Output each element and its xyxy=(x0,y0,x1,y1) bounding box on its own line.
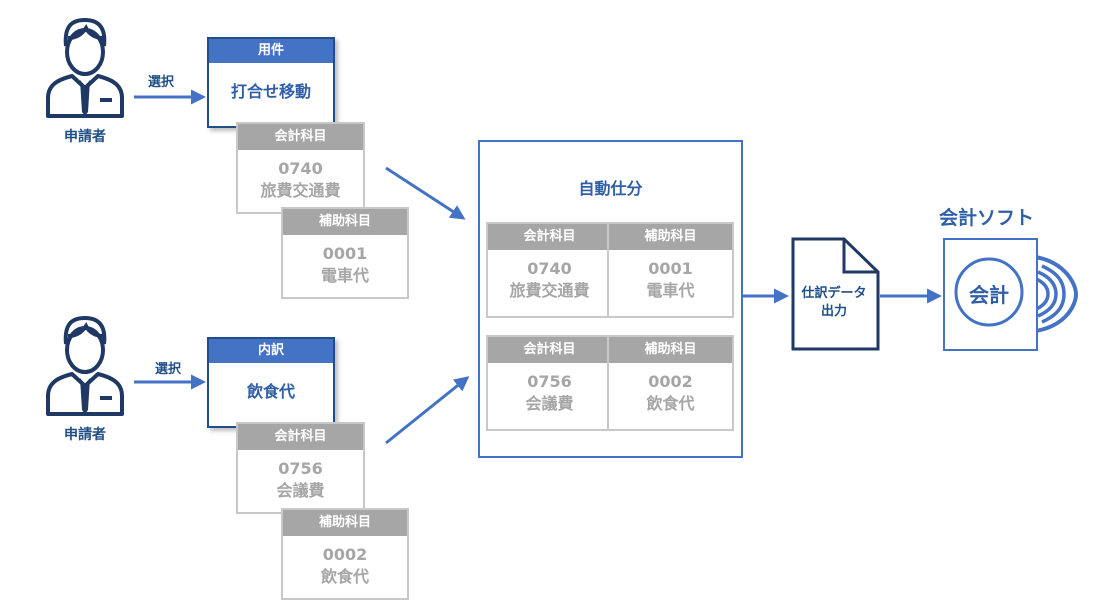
account-card-2: 会計科目 0756 会議費 xyxy=(236,422,365,514)
account-header: 会計科目 xyxy=(238,424,363,450)
selection-header-1: 用件 xyxy=(209,39,333,63)
output-doc-line2: 出力 xyxy=(820,304,847,319)
accounting-disc-icon xyxy=(954,257,1024,327)
auto-journal-title: 自動仕分 xyxy=(578,179,643,198)
account-name: 旅費交通費 xyxy=(509,281,590,300)
to-auto-arrow-1 xyxy=(385,166,466,220)
document-icon xyxy=(791,237,880,351)
auto-sub-account-card-2: 補助科目 0002 飲食代 xyxy=(607,335,734,431)
accounting-software-box: 会計 xyxy=(943,238,1038,351)
to-auto-arrow-2 xyxy=(385,376,470,445)
accounting-software-title: 会計ソフト xyxy=(939,207,1035,229)
account-header: 会計科目 xyxy=(238,124,363,150)
sub-account-name: 電車代 xyxy=(320,266,369,285)
account-card-1: 会計科目 0740 旅費交通費 xyxy=(236,122,365,214)
account-code: 0756 xyxy=(278,459,323,478)
sub-account-code: 0002 xyxy=(648,372,693,391)
selection-value-2: 飲食代 xyxy=(246,382,295,401)
sub-account-code: 0002 xyxy=(322,545,368,564)
account-code: 0740 xyxy=(278,159,323,178)
person-icon xyxy=(46,18,124,118)
selection-value-1: 打合せ移動 xyxy=(230,82,311,101)
account-header: 会計科目 xyxy=(488,224,611,250)
select-label-1: 選択 xyxy=(148,75,175,90)
select-label-2: 選択 xyxy=(155,362,182,377)
sub-account-header: 補助科目 xyxy=(283,510,407,536)
sub-account-code: 0001 xyxy=(322,244,368,263)
accounting-icon-text: 会計 xyxy=(969,283,1009,307)
output-doc-line1: 仕訳データ xyxy=(801,286,867,301)
sub-account-code: 0001 xyxy=(648,259,693,278)
account-header: 会計科目 xyxy=(488,337,611,363)
auto-journal-box: 自動仕分 会計科目 0740 旅費交通費 補助科目 0001 電車代 会計科目 … xyxy=(478,140,743,458)
applicant-label-2: 申請者 xyxy=(64,427,106,443)
sub-account-header: 補助科目 xyxy=(609,224,732,250)
sub-account-name: 飲食代 xyxy=(320,567,369,586)
applicant-label-1: 申請者 xyxy=(64,129,106,145)
account-name: 旅費交通費 xyxy=(260,181,341,200)
output-doc-label: 仕訳データ 出力 xyxy=(792,285,876,321)
account-code: 0740 xyxy=(527,259,572,278)
selection-card-2[interactable]: 内訳 飲食代 xyxy=(207,337,335,428)
sub-account-name: 飲食代 xyxy=(646,394,695,413)
sub-account-name: 電車代 xyxy=(646,281,695,300)
auto-sub-account-card-1: 補助科目 0001 電車代 xyxy=(607,222,734,318)
account-name: 会議費 xyxy=(276,481,325,500)
sub-account-card-2: 補助科目 0002 飲食代 xyxy=(281,508,409,600)
sub-account-card-1: 補助科目 0001 電車代 xyxy=(281,207,409,299)
person-icon xyxy=(46,316,124,416)
signal-waves-icon xyxy=(1025,254,1079,334)
sub-account-header: 補助科目 xyxy=(283,209,407,235)
sub-account-header: 補助科目 xyxy=(609,337,732,363)
account-name: 会議費 xyxy=(525,394,574,413)
selection-header-2: 内訳 xyxy=(209,339,333,363)
selection-card-1[interactable]: 用件 打合せ移動 xyxy=(207,37,335,128)
auto-account-card-2: 会計科目 0756 会議費 xyxy=(486,335,613,431)
account-code: 0756 xyxy=(527,372,572,391)
auto-account-card-1: 会計科目 0740 旅費交通費 xyxy=(486,222,613,318)
